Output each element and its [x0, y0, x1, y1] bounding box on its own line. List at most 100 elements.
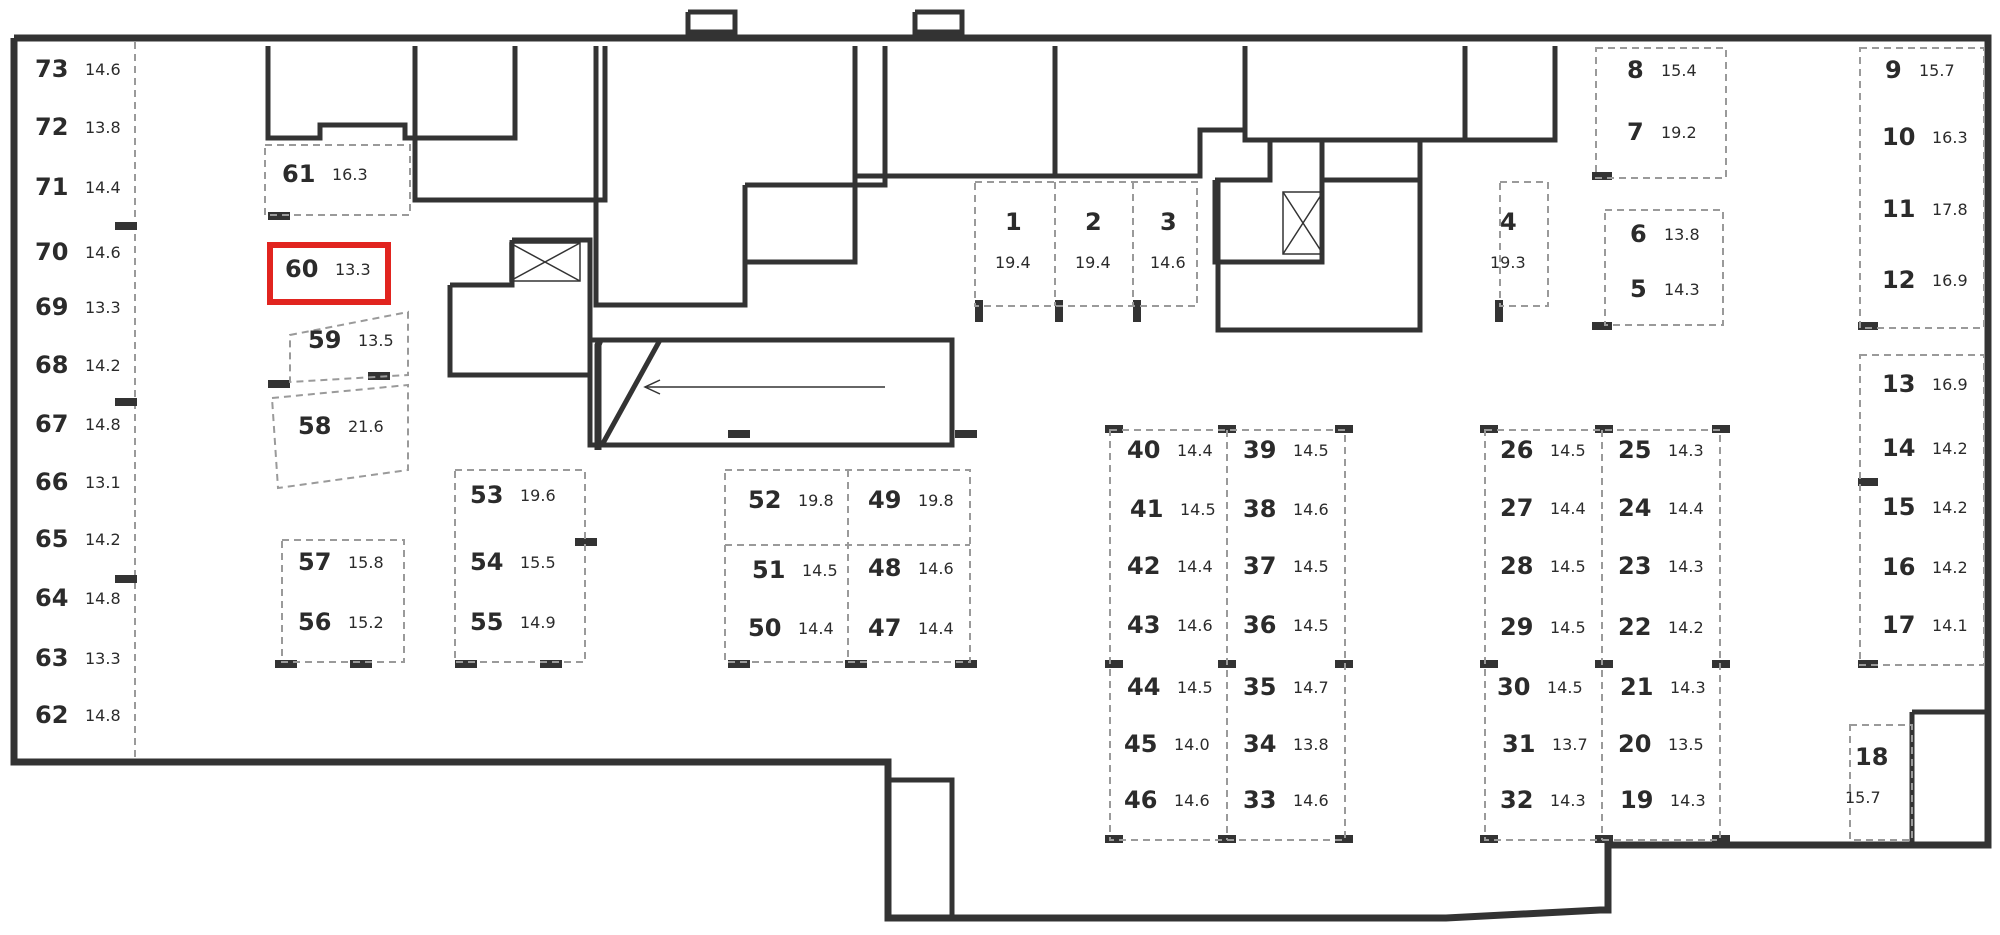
spot-number: 62	[35, 701, 68, 729]
spot-number: 3	[1160, 208, 1177, 236]
spot-number: 30	[1497, 673, 1530, 701]
spot-area: 19.3	[1490, 253, 1526, 272]
spot-number: 29	[1500, 613, 1533, 641]
spot-number: 12	[1882, 266, 1915, 294]
parking-spot-1[interactable]: 119.4	[995, 208, 1031, 272]
spot-number: 65	[35, 525, 68, 553]
spot-area: 14.7	[1293, 678, 1329, 697]
spot-area: 19.4	[995, 253, 1031, 272]
spot-number: 32	[1500, 786, 1533, 814]
spot-number: 58	[298, 412, 331, 440]
spot-number: 54	[470, 548, 503, 576]
spot-number: 40	[1127, 436, 1160, 464]
parking-spot-4[interactable]: 419.3	[1490, 208, 1526, 272]
spot-area: 14.4	[918, 619, 954, 638]
spot-number: 15	[1882, 493, 1915, 521]
spot-number: 46	[1124, 786, 1157, 814]
spot-number: 36	[1243, 611, 1276, 639]
parking-spot-3[interactable]: 314.6	[1150, 208, 1186, 272]
parking-spot-2[interactable]: 219.4	[1075, 208, 1111, 272]
spot-area: 14.3	[1670, 791, 1706, 810]
spot-number: 26	[1500, 436, 1533, 464]
spot-number: 28	[1500, 552, 1533, 580]
spot-area: 13.5	[1668, 735, 1704, 754]
spot-number: 51	[752, 556, 785, 584]
spot-number: 55	[470, 608, 503, 636]
spot-number: 67	[35, 410, 68, 438]
spot-number: 24	[1618, 494, 1651, 522]
spot-area: 14.3	[1664, 280, 1700, 299]
spot-number: 50	[748, 614, 781, 642]
